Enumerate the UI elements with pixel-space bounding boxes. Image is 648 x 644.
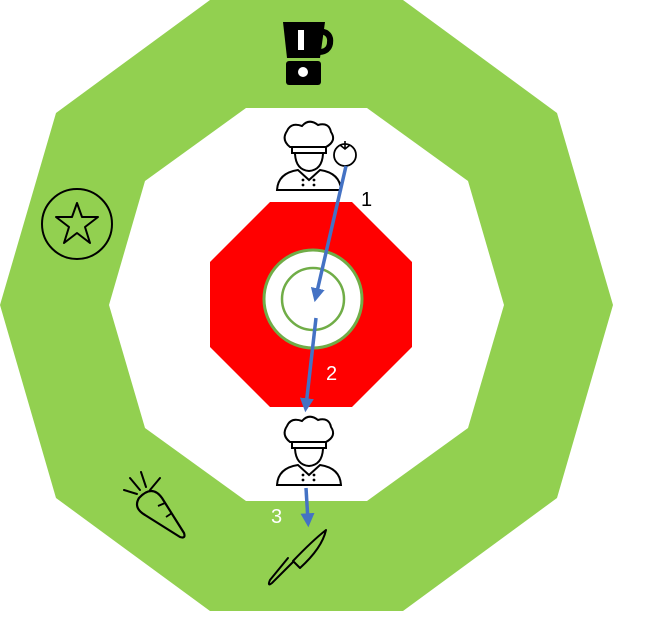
- step-label-3: 3: [271, 506, 282, 528]
- step-label-2: 2: [326, 363, 337, 385]
- knife-icon: [267, 529, 327, 586]
- step-arrow-3: [300, 487, 315, 528]
- step-arrow-2: [299, 317, 318, 413]
- step-arrow-1: [310, 165, 348, 303]
- blender-icon: [283, 22, 334, 85]
- carrot-icon: [123, 471, 186, 539]
- chef-icon: [275, 415, 343, 486]
- step-label-1: 1: [361, 189, 372, 211]
- star-icon: [41, 188, 113, 260]
- chef-icon: [275, 120, 343, 191]
